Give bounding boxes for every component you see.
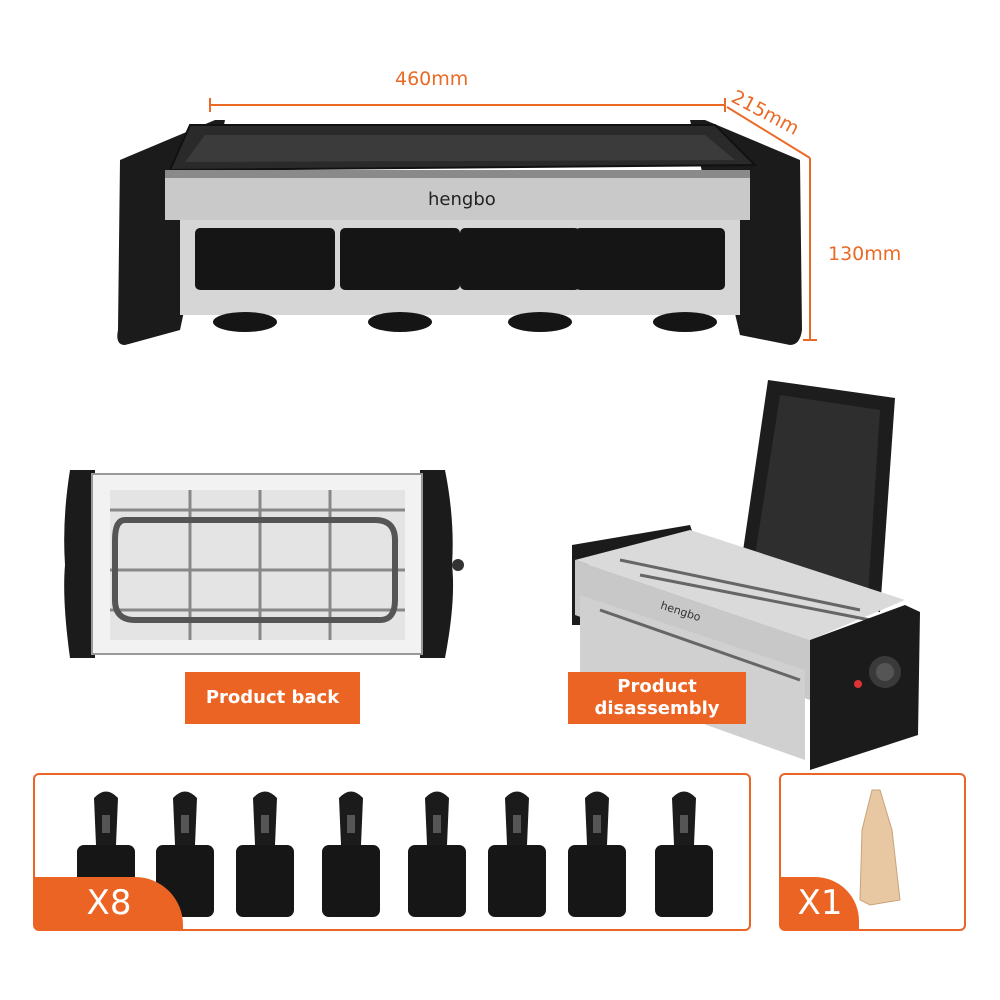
product-disassembly-label: Product disassembly bbox=[568, 672, 746, 724]
spatula-count-badge: X1 bbox=[781, 877, 859, 929]
raclette-pan bbox=[488, 791, 546, 917]
pans-frame bbox=[33, 773, 751, 931]
brand-logo: hengbo bbox=[428, 189, 496, 210]
raclette-pan bbox=[655, 791, 713, 917]
raclette-pan bbox=[236, 791, 294, 917]
height-dimension-label: 130mm bbox=[828, 243, 902, 265]
product-back-label: Product back bbox=[185, 672, 360, 724]
spatula-frame bbox=[779, 773, 966, 931]
raclette-pan bbox=[408, 791, 466, 917]
pan-count-badge: X8 bbox=[35, 877, 183, 929]
raclette-pan bbox=[568, 791, 626, 917]
width-dimension-label: 460mm bbox=[395, 68, 469, 90]
raclette-pan bbox=[322, 791, 380, 917]
